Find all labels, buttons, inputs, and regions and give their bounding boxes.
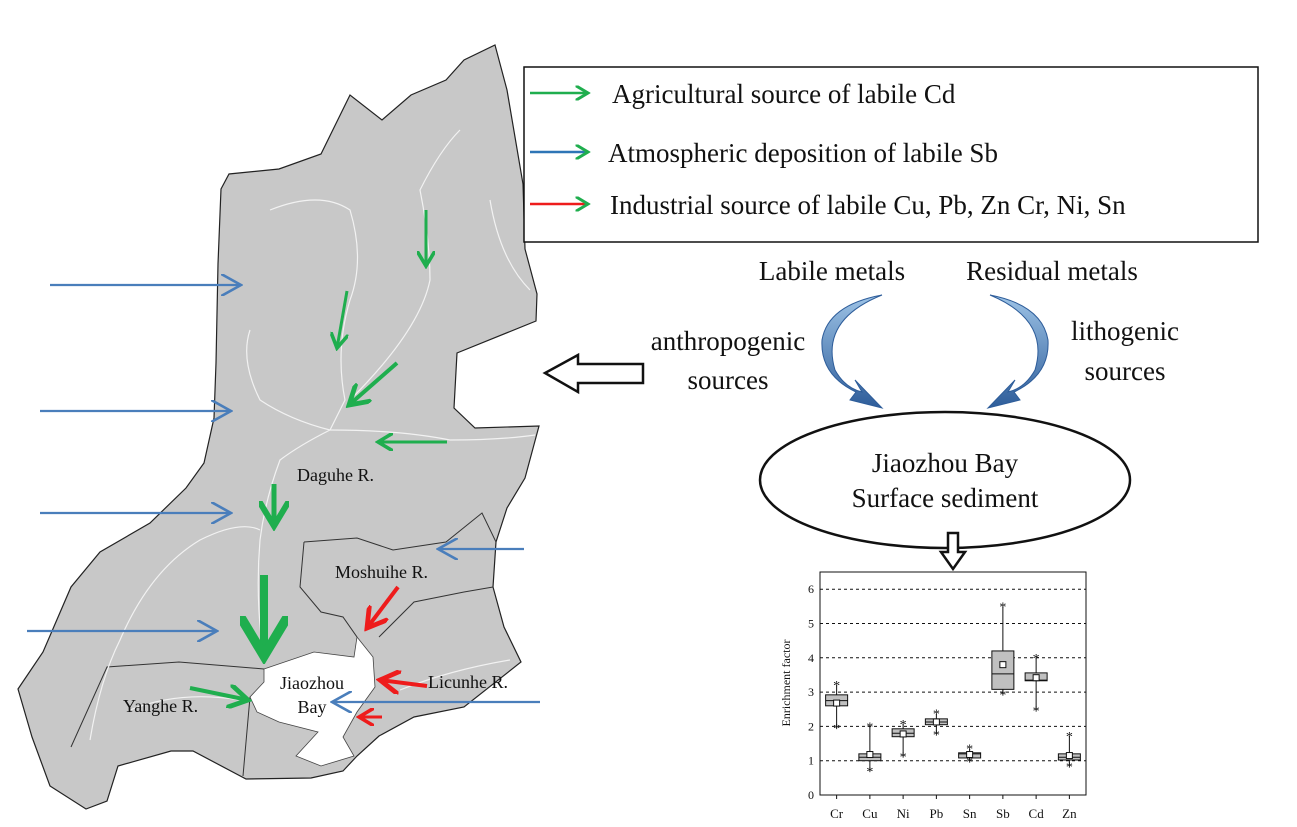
- watershed-area: [17, 44, 540, 810]
- x-tick-label: Ni: [897, 806, 910, 821]
- y-tick-label: 4: [808, 651, 814, 665]
- extreme-marker: *: [933, 708, 940, 723]
- label-bay-2: Bay: [298, 697, 327, 717]
- mean-marker: [932, 718, 940, 726]
- box-zn: **: [1057, 730, 1081, 776]
- mean-marker: [833, 699, 841, 707]
- anthropogenic-label-1: anthropogenic: [651, 326, 805, 356]
- extreme-marker: *: [900, 751, 907, 766]
- box-cr: **: [825, 679, 849, 737]
- atmospheric-deposition-arrows: [27, 285, 540, 702]
- y-tick-label: 1: [808, 754, 814, 768]
- plot-frame: [819, 571, 1087, 796]
- sediment-label-2: Surface sediment: [852, 483, 1039, 513]
- x-tick-label: Pb: [930, 806, 944, 821]
- box-sb: **: [991, 600, 1015, 704]
- sediment-ellipse: [758, 410, 1132, 550]
- labile-metals-label: Labile metals: [759, 256, 905, 286]
- red-arrow: [367, 585, 400, 628]
- extreme-marker: *: [1066, 761, 1073, 776]
- legend: Agricultural source of labile Cd Atmosph…: [523, 66, 1259, 243]
- box-sn: **: [958, 743, 982, 770]
- hollow-arrow-left: [542, 352, 645, 395]
- mean-marker: [1065, 752, 1073, 760]
- extreme-marker: *: [866, 720, 873, 735]
- y-axis-label: Enrichment factor: [779, 640, 793, 727]
- x-tick-label: Cu: [862, 806, 878, 821]
- residual-metals-label: Residual metals: [966, 256, 1138, 286]
- hollow-arrow-down: [938, 531, 968, 572]
- legend-box: [523, 66, 1259, 243]
- extreme-marker: *: [1066, 730, 1073, 745]
- green-arrow: [189, 688, 248, 700]
- label-daguhe: Daguhe R.: [297, 465, 374, 485]
- extreme-marker: *: [999, 689, 1006, 704]
- curved-arrow-left: [821, 294, 884, 409]
- curved-arrow-right: [986, 294, 1049, 409]
- extreme-marker: *: [833, 679, 840, 694]
- box-iqr: [991, 650, 1015, 690]
- extreme-marker: *: [866, 765, 873, 780]
- subbasin-boundaries: [70, 512, 497, 777]
- x-tick-label: Cr: [830, 806, 844, 821]
- mean-marker: [999, 661, 1007, 669]
- legend-label-atmospheric: Atmospheric deposition of labile Sb: [608, 138, 998, 168]
- mean-marker: [866, 751, 874, 759]
- label-moshuihe: Moshuihe R.: [335, 562, 428, 582]
- mean-marker: [899, 730, 907, 738]
- mean-marker: [1032, 674, 1040, 682]
- extreme-marker: *: [900, 718, 907, 733]
- box-ni: **: [891, 718, 915, 766]
- agricultural-source-arrows: [189, 210, 447, 700]
- source-flow: Labile metals Residual metals anthropoge…: [542, 256, 1179, 572]
- extreme-marker: *: [966, 755, 973, 770]
- mean-marker: [966, 751, 974, 759]
- green-arrow: [349, 361, 399, 405]
- legend-label-agricultural: Agricultural source of labile Cd: [612, 79, 956, 109]
- box-pb: **: [924, 708, 948, 743]
- sediment-label-1: Jiaozhou Bay: [872, 448, 1019, 478]
- extreme-marker: *: [966, 743, 973, 758]
- extreme-marker: *: [1033, 704, 1040, 719]
- label-licunhe: Licunhe R.: [428, 672, 508, 692]
- x-tick-label: Cd: [1029, 806, 1045, 821]
- y-tick-label: 3: [808, 685, 814, 699]
- legend-label-industrial: Industrial source of labile Cu, Pb, Zn C…: [610, 190, 1126, 220]
- watershed-map: [17, 44, 540, 810]
- y-tick-label: 6: [808, 582, 814, 596]
- lithogenic-label-1: lithogenic: [1071, 316, 1179, 346]
- y-tick-label: 5: [808, 617, 814, 631]
- extreme-marker: *: [999, 600, 1006, 615]
- box-cd: **: [1024, 652, 1048, 719]
- red-arrow: [380, 680, 428, 686]
- anthropogenic-label-2: sources: [688, 365, 769, 395]
- extreme-marker: *: [833, 722, 840, 737]
- x-tick-label: Zn: [1062, 806, 1077, 821]
- label-bay-1: Jiaozhou: [280, 673, 344, 693]
- map-labels: Daguhe R. Moshuihe R. Licunhe R. Yanghe …: [123, 465, 508, 717]
- box-cu: **: [858, 720, 882, 780]
- green-arrow: [337, 290, 349, 348]
- y-tick-label: 0: [808, 788, 814, 802]
- label-yanghe: Yanghe R.: [123, 696, 198, 716]
- lithogenic-label-2: sources: [1085, 356, 1166, 386]
- jiaozhou-bay-water: [249, 636, 376, 767]
- extreme-marker: *: [1033, 652, 1040, 667]
- industrial-source-arrows: [359, 585, 428, 717]
- x-tick-label: Sn: [963, 806, 977, 821]
- y-tick-label: 2: [808, 719, 814, 733]
- x-tick-label: Sb: [996, 806, 1010, 821]
- extreme-marker: *: [933, 728, 940, 743]
